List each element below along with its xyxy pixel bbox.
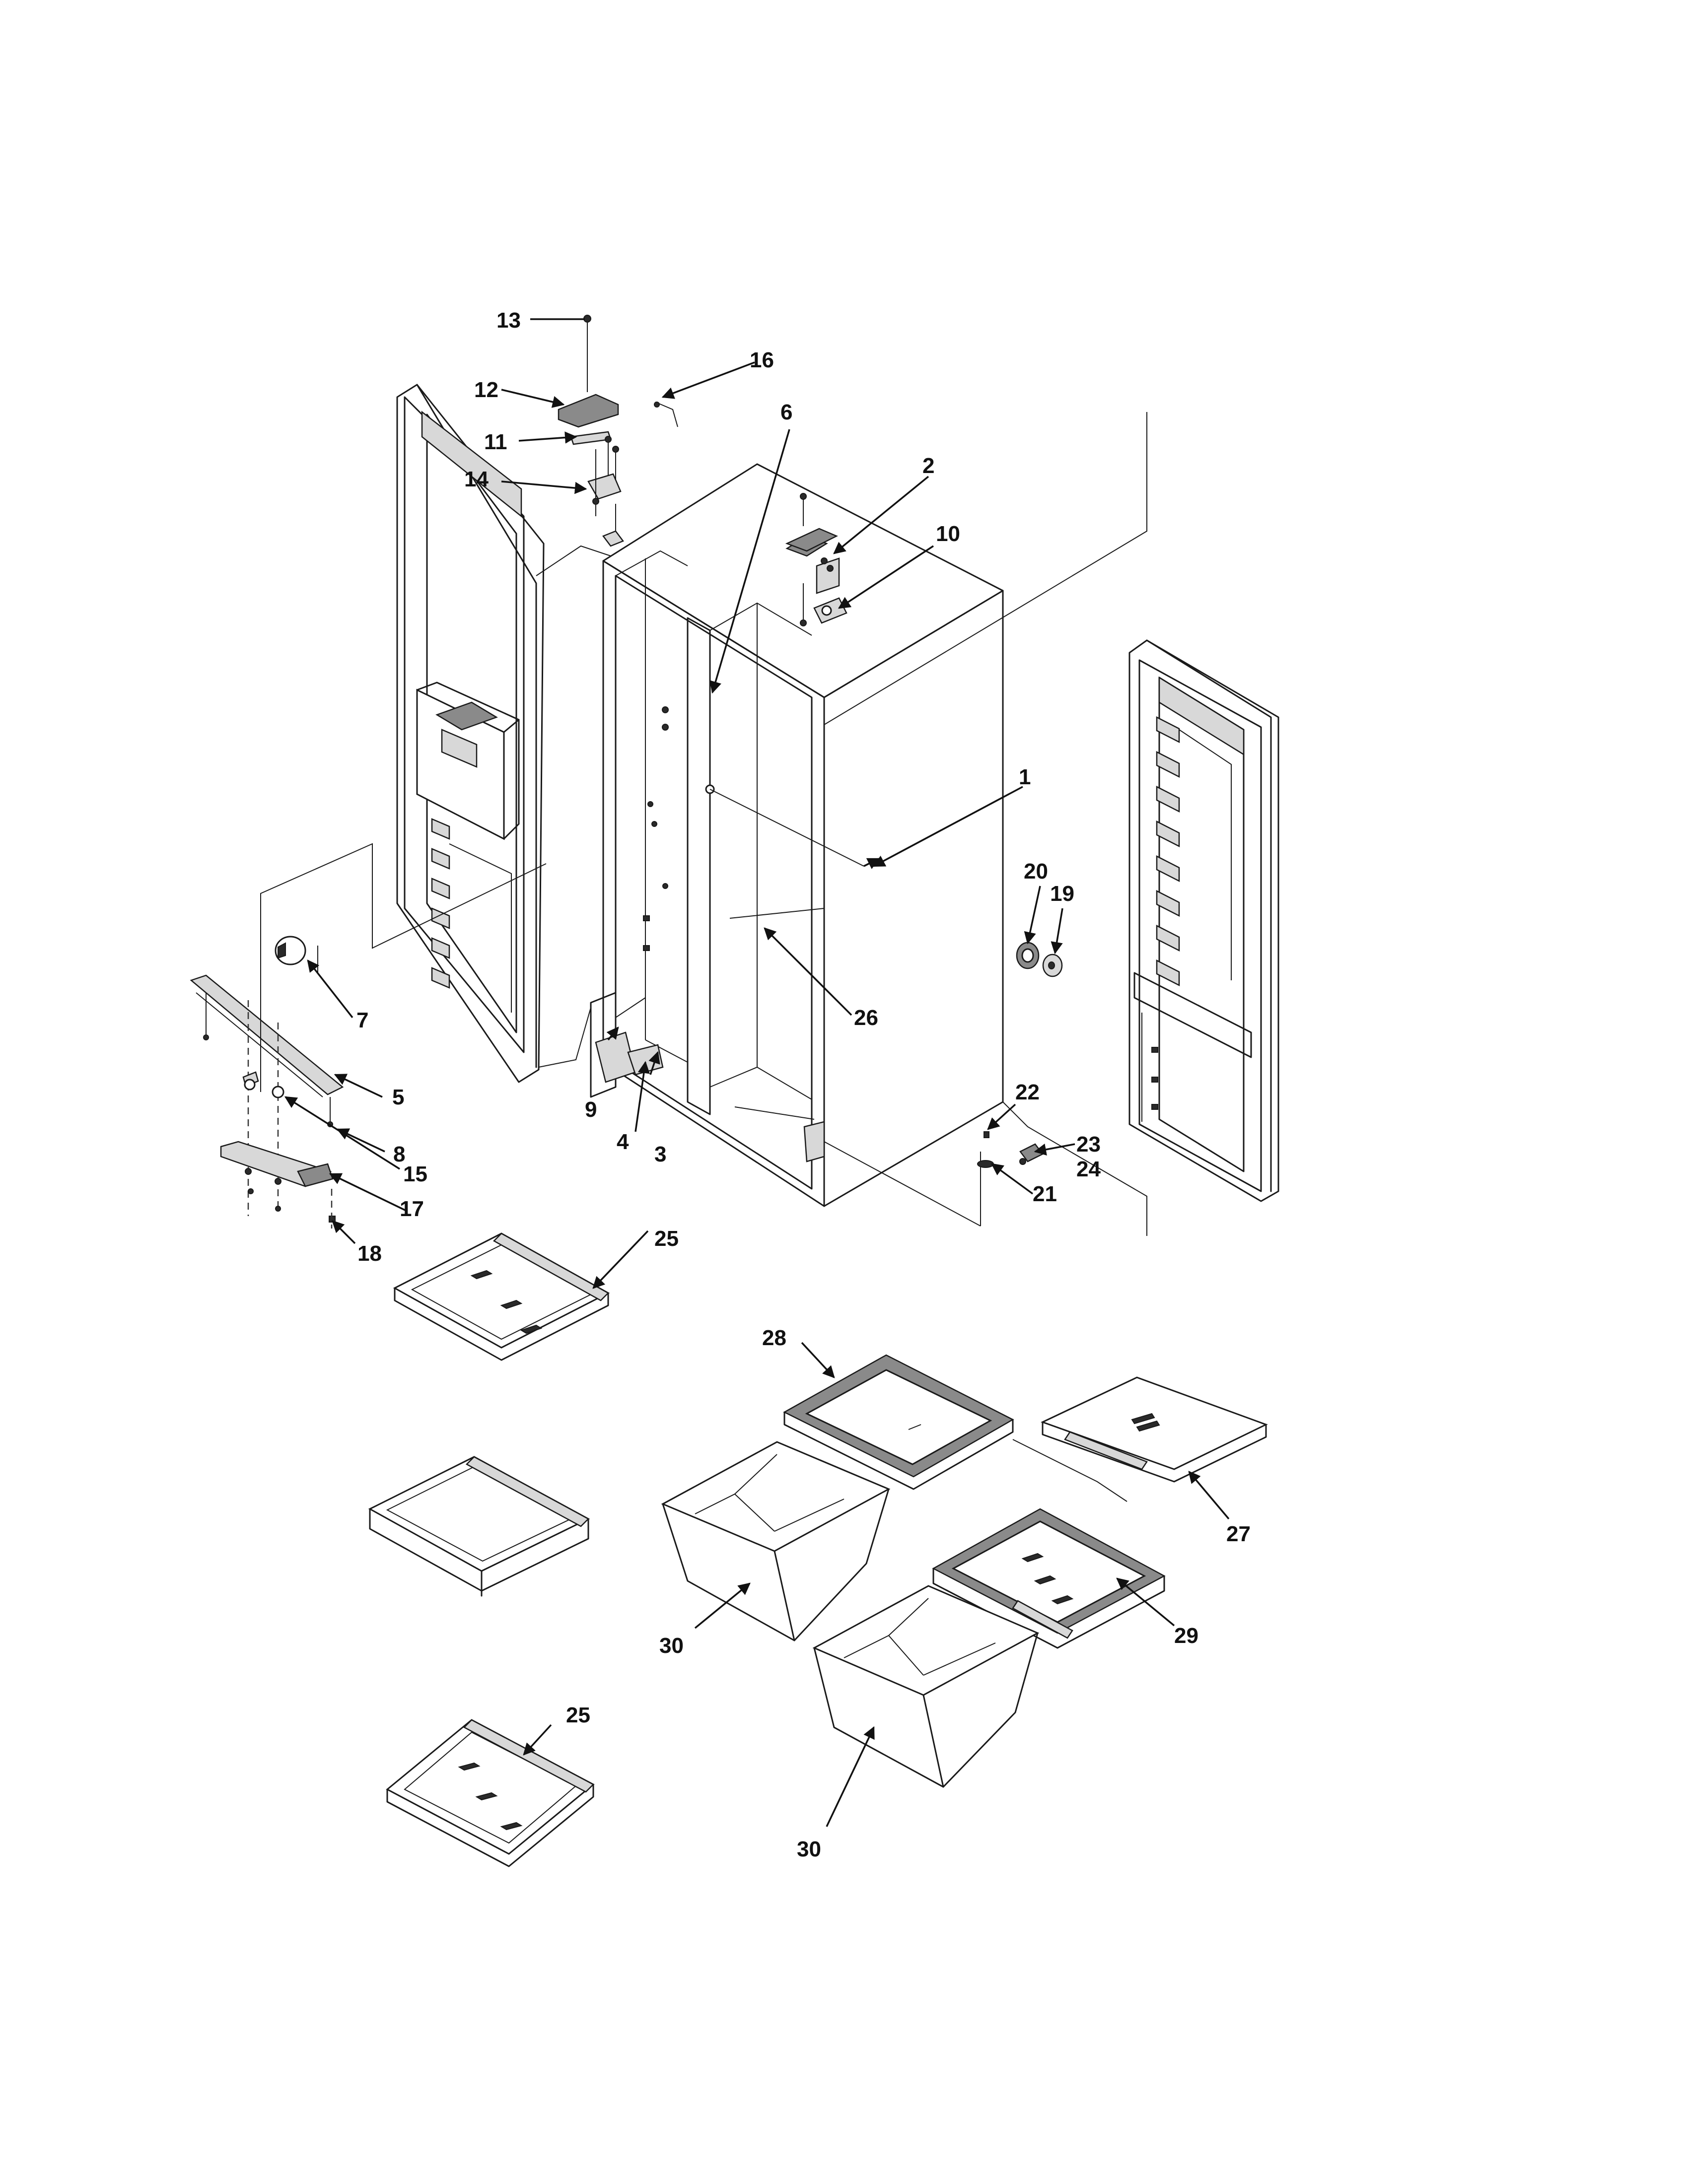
- callout-16: 16: [750, 348, 774, 372]
- callout-23: 23: [1076, 1132, 1101, 1157]
- callout-22: 22: [1015, 1080, 1040, 1104]
- callout-30-upper: 30: [659, 1634, 684, 1658]
- crisper-cover-28: [783, 1354, 1014, 1490]
- freezer-top-hinge-assembly: [558, 315, 678, 547]
- callout-25-top: 25: [654, 1227, 679, 1251]
- crisper-drawer-30-lower: [812, 1585, 1040, 1788]
- callout-27: 27: [1226, 1522, 1251, 1546]
- hinge-cover: [558, 394, 619, 428]
- callout-30-lower: 30: [797, 1837, 821, 1861]
- leveling-foot: [275, 936, 306, 965]
- callout-4: 4: [617, 1130, 629, 1154]
- crisper-cover-27: [1041, 1376, 1268, 1483]
- callout-12: 12: [474, 378, 498, 402]
- shelf-25-bottom: [386, 1719, 595, 1867]
- callout-18: 18: [357, 1241, 382, 1266]
- callout-21: 21: [1033, 1182, 1057, 1206]
- callout-19: 19: [1050, 882, 1074, 906]
- crisper-drawer-30-upper: [661, 1441, 891, 1641]
- callout-9: 9: [585, 1097, 597, 1122]
- freezer-door-bins: [431, 818, 450, 989]
- leader-lines: [284, 318, 1230, 1827]
- fresh-food-top-hinge-assembly: [785, 493, 847, 626]
- shelf-25-top: [393, 1232, 610, 1361]
- fresh-food-door-bins: [1156, 716, 1180, 987]
- callout-10: 10: [936, 522, 960, 546]
- callout-29: 29: [1174, 1624, 1198, 1648]
- callout-15: 15: [403, 1162, 427, 1186]
- callout-28: 28: [762, 1326, 786, 1350]
- callout-7: 7: [356, 1008, 368, 1032]
- freezer-door: [396, 384, 611, 1083]
- callout-14: 14: [464, 467, 489, 491]
- callout-6: 6: [780, 400, 792, 424]
- callout-20: 20: [1024, 859, 1048, 884]
- callout-5: 5: [392, 1085, 404, 1109]
- callout-26: 26: [854, 1006, 878, 1030]
- callout-2: 2: [922, 454, 934, 478]
- callout-labels: 1 2 3 4 5 6 7 8 9 10 11 12 13 14 15 16 1…: [356, 308, 1251, 1861]
- callout-11: 11: [484, 430, 507, 454]
- freezer-bottom-hinge-assembly: [190, 843, 547, 1228]
- callout-1: 1: [1019, 765, 1031, 789]
- cabinet: [590, 412, 1147, 1236]
- shelf-29: [932, 1508, 1166, 1649]
- callout-3: 3: [654, 1142, 666, 1166]
- shelf-middle-left: [368, 1456, 590, 1597]
- fresh-food-bottom-parts: [977, 942, 1063, 1168]
- top-hinge: [587, 473, 622, 500]
- callout-25-bottom: 25: [566, 1703, 590, 1727]
- fresh-food-door: [1128, 639, 1279, 1202]
- callout-17: 17: [400, 1197, 424, 1221]
- callout-24: 24: [1076, 1157, 1101, 1181]
- callout-8: 8: [393, 1142, 405, 1166]
- callout-13: 13: [496, 308, 521, 333]
